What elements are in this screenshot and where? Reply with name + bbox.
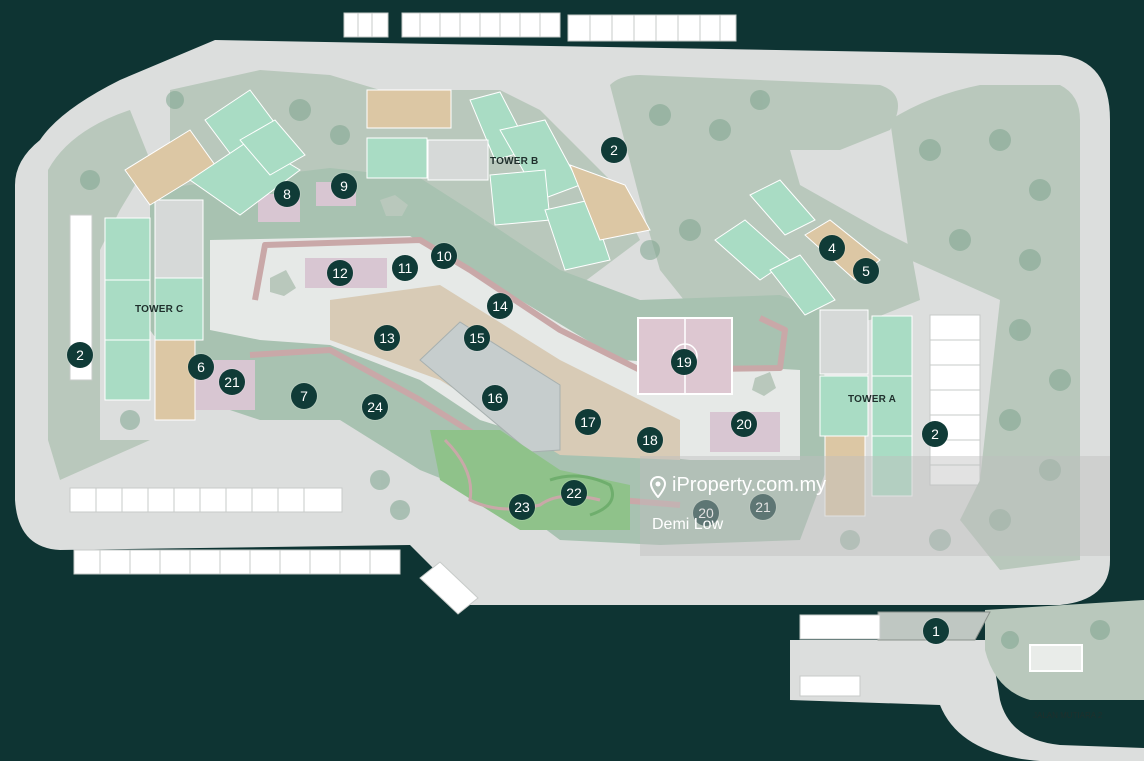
marker-24[interactable]: 24 — [362, 394, 388, 420]
marker-14[interactable]: 14 — [487, 293, 513, 319]
entrance-driveway — [790, 640, 1144, 761]
trees — [80, 90, 1110, 649]
east-forest — [890, 85, 1080, 570]
marker-6[interactable]: 6 — [188, 354, 214, 380]
watermark-brand: iProperty.com.my — [672, 474, 827, 496]
tower-b-blocks — [366, 89, 651, 271]
road-label: JALAN MUTIARA 2 — [1033, 711, 1103, 720]
tower-c-blocks — [104, 199, 204, 421]
marker-16[interactable]: 16 — [482, 385, 508, 411]
marker-12[interactable]: 12 — [327, 260, 353, 286]
left-landscape — [48, 110, 150, 480]
marker-22[interactable]: 22 — [561, 480, 587, 506]
location-pin-icon — [650, 476, 666, 498]
guardhouse-pool — [1029, 644, 1083, 672]
marker-2-west[interactable]: 2 — [67, 342, 93, 368]
parking-top — [343, 12, 737, 42]
marker-21-east[interactable]: 21 — [750, 494, 776, 520]
marker-20-court[interactable]: 20 — [731, 411, 757, 437]
marker-1[interactable]: 1 — [923, 618, 949, 644]
watermark-band — [640, 456, 1110, 556]
tower-c-north-blocks — [124, 89, 306, 216]
marker-11[interactable]: 11 — [392, 255, 418, 281]
marker-5[interactable]: 5 — [853, 258, 879, 284]
tower-b-label: TOWER B — [490, 156, 539, 167]
marker-13[interactable]: 13 — [374, 325, 400, 351]
marker-19[interactable]: 19 — [671, 349, 697, 375]
marker-4[interactable]: 4 — [819, 235, 845, 261]
marker-2-north[interactable]: 2 — [601, 137, 627, 163]
marker-2-east[interactable]: 2 — [922, 421, 948, 447]
tower-a-label: TOWER A — [848, 394, 897, 405]
marker-7[interactable]: 7 — [291, 383, 317, 409]
marker-9[interactable]: 9 — [331, 173, 357, 199]
marker-21-west[interactable]: 21 — [219, 369, 245, 395]
parking-bottom — [69, 487, 881, 697]
parking-right — [929, 314, 981, 486]
watermark-author: Demi Low — [652, 516, 724, 533]
marker-23[interactable]: 23 — [509, 494, 535, 520]
marker-20-south[interactable]: 20 — [693, 500, 719, 526]
marker-17[interactable]: 17 — [575, 409, 601, 435]
tower-a-blocks — [819, 309, 913, 517]
marker-18[interactable]: 18 — [637, 427, 663, 453]
marker-8[interactable]: 8 — [274, 181, 300, 207]
parking-bottom-angled — [419, 561, 479, 615]
tower-c-label: TOWER C — [135, 304, 184, 315]
left-parking-curve — [69, 214, 93, 381]
marker-10[interactable]: 10 — [431, 243, 457, 269]
marker-15[interactable]: 15 — [464, 325, 490, 351]
